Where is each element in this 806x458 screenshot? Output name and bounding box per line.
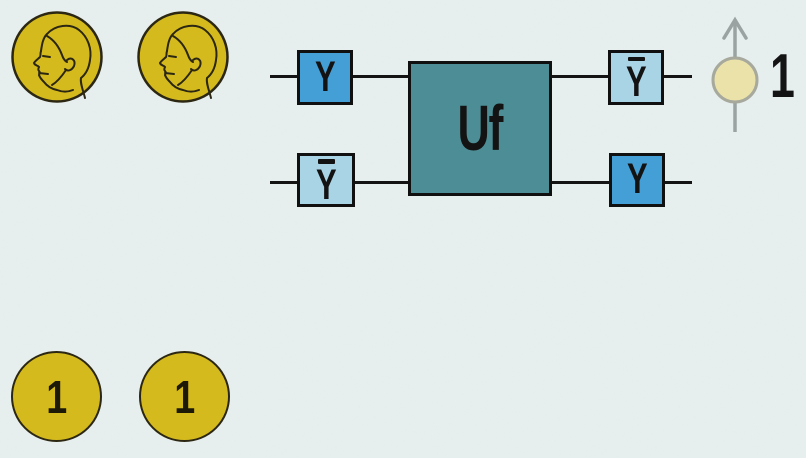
gate-ybar-bottom-input[interactable]: Y	[297, 153, 355, 207]
measured-qubit	[700, 8, 770, 145]
overline-bar	[317, 159, 335, 164]
qubit-wire-top-segment	[551, 75, 610, 78]
gate-label: Y	[626, 155, 648, 204]
qubit-wire-top-segment	[270, 75, 299, 78]
coin-heads-2[interactable]	[136, 10, 230, 104]
qubit-wire-bottom-segment	[551, 181, 611, 184]
gate-uf-oracle[interactable]: Uf	[408, 61, 552, 196]
head-profile-icon	[137, 11, 229, 103]
qubit-wire-top-segment	[662, 75, 692, 78]
gate-label: Y	[625, 58, 647, 107]
gate-label: Y	[314, 52, 336, 101]
gate-y-top-input[interactable]: Y	[297, 50, 353, 105]
head-profile-icon	[11, 11, 103, 103]
qubit-wire-bottom-segment	[270, 181, 299, 184]
coin-value-2[interactable]: 1	[139, 351, 230, 442]
spin-up-arrow-icon	[711, 16, 759, 132]
qubit-wire-bottom-segment	[353, 181, 410, 184]
coin-value-1[interactable]: 1	[11, 351, 102, 442]
measurement-result: 1	[770, 42, 795, 111]
coin-value-label: 1	[46, 370, 67, 423]
qubit-wire-top-segment	[351, 75, 410, 78]
gate-ybar-top-output[interactable]: Y	[608, 50, 664, 105]
qubit-wire-bottom-segment	[663, 181, 692, 184]
coin-heads-1[interactable]	[10, 10, 104, 104]
gate-y-bottom-output[interactable]: Y	[609, 153, 665, 207]
coin-value-label: 1	[174, 370, 195, 423]
gate-label: Uf	[457, 92, 504, 165]
overline-bar	[627, 56, 645, 62]
gate-label: Y	[315, 160, 337, 209]
